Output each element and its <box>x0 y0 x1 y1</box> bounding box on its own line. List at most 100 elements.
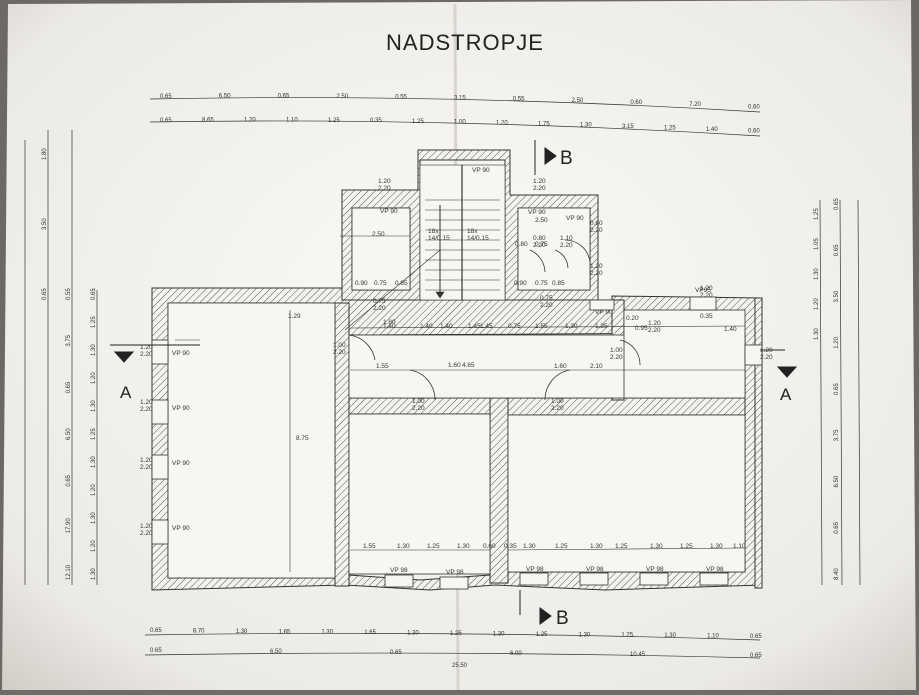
dim-right-outer-label: 8.40 <box>834 568 840 580</box>
dim-left-mid-label: 12.10 <box>66 564 72 580</box>
plan-label: VP 90 <box>595 309 613 316</box>
dim-top-row2-label: 1.30 <box>580 122 592 128</box>
dim-bottom-row1-label: 1.30 <box>407 631 419 637</box>
plan-label: VP 90 <box>566 215 584 222</box>
dim-bottom-row2-label: 6.50 <box>270 649 282 655</box>
plan-label: 1.30 <box>397 543 410 550</box>
section-a-right-label: A <box>780 385 792 404</box>
dim-top-row1-label: 2.50 <box>336 94 348 100</box>
room-floors <box>167 207 746 579</box>
dim-left-mid-label: 0.65 <box>66 474 72 486</box>
dim-bottom-row2-label: 0.65 <box>150 648 162 654</box>
plan-label: VP 90 <box>172 350 190 357</box>
plan-label: 0.75 <box>374 280 387 287</box>
plan-label: 1.30 <box>650 543 663 550</box>
plan-label: 1.80 <box>383 319 396 326</box>
dim-top-row2-label: 1.25 <box>328 118 340 124</box>
dim-bottom-row1-label: 8.70 <box>193 628 205 634</box>
dim-top-row2-label: 3.15 <box>622 124 634 130</box>
dim-bottom-row1-label: 1.65 <box>364 630 376 636</box>
dim-left-mid-label: 17.90 <box>66 518 72 534</box>
dim-top-row2-label: 0.60 <box>748 129 760 135</box>
dim-bottom-row1-label: 1.10 <box>707 634 719 640</box>
dim-top-row2-label: 1.10 <box>286 118 298 124</box>
dim-bottom-row2-label: 6.00 <box>510 651 522 657</box>
dim-top-row2-label: 1.00 <box>454 119 466 125</box>
dim-top-row1-label: 0.65 <box>278 94 290 100</box>
dim-left-outer-label: 0.65 <box>42 288 48 300</box>
plan-label: 0.75 <box>535 241 548 248</box>
dim-bottom-row2-label: 10.45 <box>630 652 646 658</box>
dim-bottom-row1-label: 1.25 <box>621 633 633 639</box>
plan-label: 0.60 <box>483 543 496 550</box>
dim-top-row2-label: 0.35 <box>370 118 382 124</box>
plan-label: VP 98 <box>586 566 604 573</box>
plan-label: 1.60 <box>554 363 567 370</box>
dim-bottom-row2-label: 0.65 <box>750 653 762 659</box>
dim-top-row2-label: 1.25 <box>412 119 424 125</box>
dim-left-inner-label: 1.30 <box>91 344 97 356</box>
dim-right-outer-label: 0.65 <box>834 244 840 256</box>
drawing-title: NADSTROPJE <box>386 30 544 55</box>
plan-label: VP 98 <box>390 567 408 574</box>
plan-label: 0.85 <box>552 280 565 287</box>
plan-label: 0.80 <box>515 241 528 248</box>
plan-label: 1.55 <box>363 543 376 550</box>
dim-top-row1-label: 0.55 <box>395 95 407 101</box>
dim-left-inner-label: 1.25 <box>91 316 97 328</box>
plan-label: 2.50 <box>372 231 385 238</box>
plan-label: VP 90 <box>172 460 190 467</box>
plan-label: 0.90 <box>355 280 368 287</box>
plan-label: VP 98 <box>526 566 544 573</box>
dim-left-outer-label: 3.50 <box>42 218 48 230</box>
dim-bottom-row2-label: 0.65 <box>390 650 402 656</box>
plan-label: 4.65 <box>462 362 475 369</box>
section-markers <box>110 140 798 625</box>
dim-right-outer-label: 0.65 <box>834 198 840 210</box>
plan-label: 1.30 <box>710 543 723 550</box>
section-b-top-label: B <box>560 148 573 169</box>
plan-label: 0.85 <box>395 280 408 287</box>
room-dimension-lines <box>175 310 746 572</box>
dim-left-inner-label: 1.20 <box>91 372 97 384</box>
dim-left-inner-label: 0.65 <box>91 288 97 300</box>
plan-label: 0.75 <box>508 323 521 330</box>
dim-right-outer-label: 3.75 <box>834 429 840 441</box>
dim-left-inner-label: 1.20 <box>91 540 97 552</box>
dim-left-inner-label: 1.25 <box>91 428 97 440</box>
dim-right-outer-label: 6.50 <box>834 475 840 487</box>
dim-right-outer-label: 3.50 <box>834 290 840 302</box>
dim-top-row1-label: 0.60 <box>748 105 760 111</box>
plan-label: 0.95 <box>635 325 648 332</box>
dim-left-inner-label: 1.30 <box>91 456 97 468</box>
dim-top-row2-label: 1.25 <box>664 125 676 131</box>
plan-label: VP 90 <box>472 167 490 174</box>
section-b-bottom-label: B <box>556 608 569 629</box>
dim-right-outer-label: 0.65 <box>834 521 840 533</box>
dim-left-mid-label: 0.65 <box>66 381 72 393</box>
plan-label: 8.75 <box>296 435 309 442</box>
total-width-label: 25.50 <box>452 663 468 669</box>
plan-label: VP 98 <box>646 566 664 573</box>
dim-top-row1-label: 7.20 <box>689 102 701 108</box>
plan-label: 0.35 <box>504 543 517 550</box>
dim-top-row1-label: 3.15 <box>454 95 466 101</box>
dim-bottom-row1-label: 1.30 <box>579 632 591 638</box>
dim-top-row1-label: 0.65 <box>160 94 172 100</box>
plan-label: VP 90 <box>380 208 398 215</box>
dim-bottom-row1-label: 1.30 <box>236 629 248 635</box>
